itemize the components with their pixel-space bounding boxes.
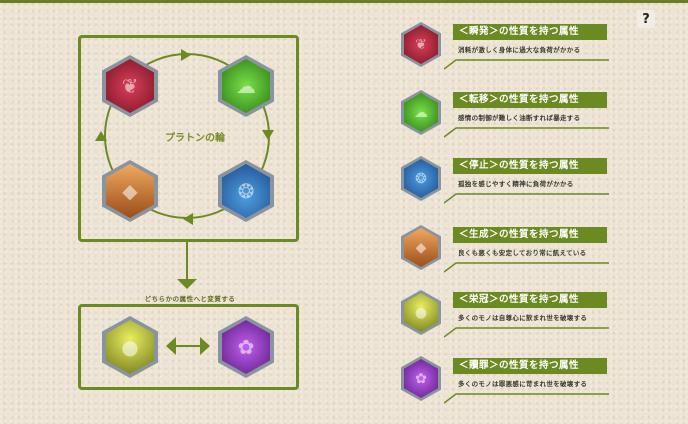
purple-crest-hex-icon: ✿	[401, 356, 441, 401]
help-icon: ?	[642, 11, 650, 27]
wheel-title: プラトンの輪	[165, 133, 225, 144]
underline-divider	[444, 393, 609, 404]
green-crest-hex-icon: ☁	[218, 55, 274, 117]
attribute-row-shokuzai: ✿ ＜贖罪＞の性質を持つ属性 多くのモノは罪悪感に苛まれ世を破壊する	[400, 354, 610, 414]
attribute-row-seisei: ◆ ＜生成＞の性質を持つ属性 良くも悪くも安定しており常に飢えている	[400, 223, 610, 283]
attribute-description: 多くのモノは自尊心に飲まれ世を破壊する	[458, 314, 588, 322]
transform-frame	[78, 304, 299, 390]
attribute-title: ＜贖罪＞の性質を持つ属性	[453, 358, 607, 374]
orange-crest-hex-icon: ◆	[102, 160, 158, 222]
attribute-title: ＜転移＞の性質を持つ属性	[453, 92, 607, 108]
top-border	[0, 0, 688, 3]
attribute-title: ＜停止＞の性質を持つ属性	[453, 158, 607, 174]
yellow-crest-hex-icon: ●	[102, 316, 158, 378]
attribute-row-teishi: ❂ ＜停止＞の性質を持つ属性 孤独を感じやすく精神に負荷がかかる	[400, 154, 610, 214]
attribute-title: ＜栄冠＞の性質を持つ属性	[453, 292, 607, 308]
help-button[interactable]: ?	[637, 10, 655, 28]
attribute-description: 消耗が激しく身体に過大な負荷がかかる	[458, 46, 581, 54]
underline-divider	[444, 127, 609, 138]
attribute-title: ＜生成＞の性質を持つ属性	[453, 227, 607, 243]
attribute-row-eikan: ● ＜栄冠＞の性質を持つ属性 多くのモノは自尊心に飲まれ世を破壊する	[400, 288, 610, 348]
transform-label: どちらかの属性へと変質する	[144, 295, 236, 303]
underline-divider	[444, 327, 609, 338]
platon-wheel-frame	[78, 35, 299, 242]
attribute-description: 孤独を感じやすく精神に負荷がかかる	[458, 180, 574, 188]
attribute-row-teni: ☁ ＜転移＞の性質を持つ属性 感情の制御が難しく油断すれば暴走する	[400, 88, 610, 148]
underline-divider	[444, 262, 609, 273]
orange-crest-hex-icon: ◆	[401, 225, 441, 270]
attribute-description: 感情の制御が難しく油断すれば暴走する	[458, 114, 581, 122]
underline-divider	[444, 59, 609, 70]
purple-crest-hex-icon: ✿	[218, 316, 274, 378]
underline-divider	[444, 193, 609, 204]
blue-crest-hex-icon: ❂	[401, 156, 441, 201]
red-crest-hex-icon: ❦	[102, 55, 158, 117]
attribute-description: 多くのモノは罪悪感に苛まれ世を破壊する	[458, 380, 588, 388]
attribute-title: ＜瞬発＞の性質を持つ属性	[453, 24, 607, 40]
attribute-description: 良くも悪くも安定しており常に飢えている	[458, 249, 587, 257]
green-crest-hex-icon: ☁	[401, 90, 441, 135]
attribute-row-shunpatsu: ❦ ＜瞬発＞の性質を持つ属性 消耗が激しく身体に過大な負荷がかかる	[400, 20, 610, 80]
blue-crest-hex-icon: ❂	[218, 160, 274, 222]
red-crest-hex-icon: ❦	[401, 22, 441, 67]
yellow-crest-hex-icon: ●	[401, 290, 441, 335]
